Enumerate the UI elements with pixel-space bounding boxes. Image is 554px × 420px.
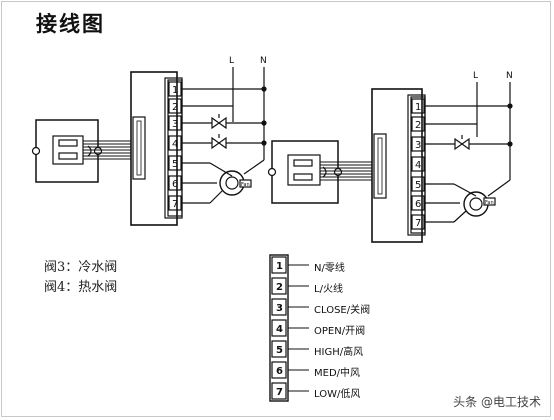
page-title: 接线图 [36,12,105,36]
right-terminal-4: 4 [415,160,421,171]
left-terminal-2: 2 [172,102,178,113]
legend-num-4: 4 [276,324,283,335]
left-valve-4-icon [211,134,227,150]
left-thermostat-plate [31,119,103,183]
valve-note-hot: 阀4：热水阀 [44,280,118,295]
left-wire-bundle [83,140,131,160]
right-fan-motor-icon [463,191,496,217]
right-fan-tag: Fan [485,200,494,206]
right-terminal-3: 3 [415,140,421,151]
left-controller-housing [130,71,183,226]
left-wiring-diagram: 1 2 3 4 5 6 7 [31,56,267,226]
legend-label-6: MED/中风 [314,368,361,379]
left-neutral-label: N [260,56,267,66]
left-valve-3-icon [211,114,227,130]
right-wiring-diagram: 1 2 3 4 5 6 7 [267,71,513,243]
right-thermostat-plate [267,140,343,204]
left-supply-wiring [181,67,267,204]
right-terminal-numbers: 1 2 3 4 5 6 7 [415,102,421,229]
valve-note-cold: 阀3：冷水阀 [44,260,118,275]
legend-num-2: 2 [276,282,283,293]
left-terminal-3: 3 [172,119,178,130]
legend-num-6: 6 [276,366,283,377]
legend-label-3: CLOSE/关阀 [314,305,371,316]
right-supply-wiring [424,82,513,223]
left-terminal-4: 4 [172,139,178,150]
right-valve-icon [454,135,470,151]
left-fan-tag: Fan [241,182,250,188]
legend-label-5: HIGH/高风 [314,347,364,358]
legend-label-1: N/零线 [314,263,345,274]
left-live-label: L [229,56,234,66]
watermark: 头条 @电工技术 [450,392,544,411]
right-wire-bundle [320,161,372,181]
right-neutral-label: N [506,71,513,81]
legend-label-7: LOW/低风 [314,389,361,400]
legend-num-7: 7 [276,387,283,398]
legend-num-5: 5 [276,345,283,356]
right-terminal-5: 5 [415,180,421,191]
left-terminal-block [167,79,183,217]
right-terminal-2: 2 [415,120,421,131]
right-terminal-1: 1 [415,102,421,113]
left-terminal-numbers: 1 2 3 4 5 6 7 [172,85,178,210]
left-terminal-5: 5 [172,159,178,170]
left-fan-motor-icon [219,170,252,196]
legend-num-1: 1 [276,261,283,272]
legend-label-2: L/火线 [314,284,343,295]
legend-label-4: OPEN/开阀 [314,326,366,337]
right-live-label: L [473,71,478,81]
left-terminal-1: 1 [172,85,178,96]
legend-num-3: 3 [276,303,283,314]
left-terminal-7: 7 [172,199,178,210]
right-terminal-6: 6 [415,199,421,210]
terminal-legend: 1 2 3 4 5 6 7 [269,254,309,402]
left-terminal-6: 6 [172,179,178,190]
right-terminal-7: 7 [415,218,421,229]
